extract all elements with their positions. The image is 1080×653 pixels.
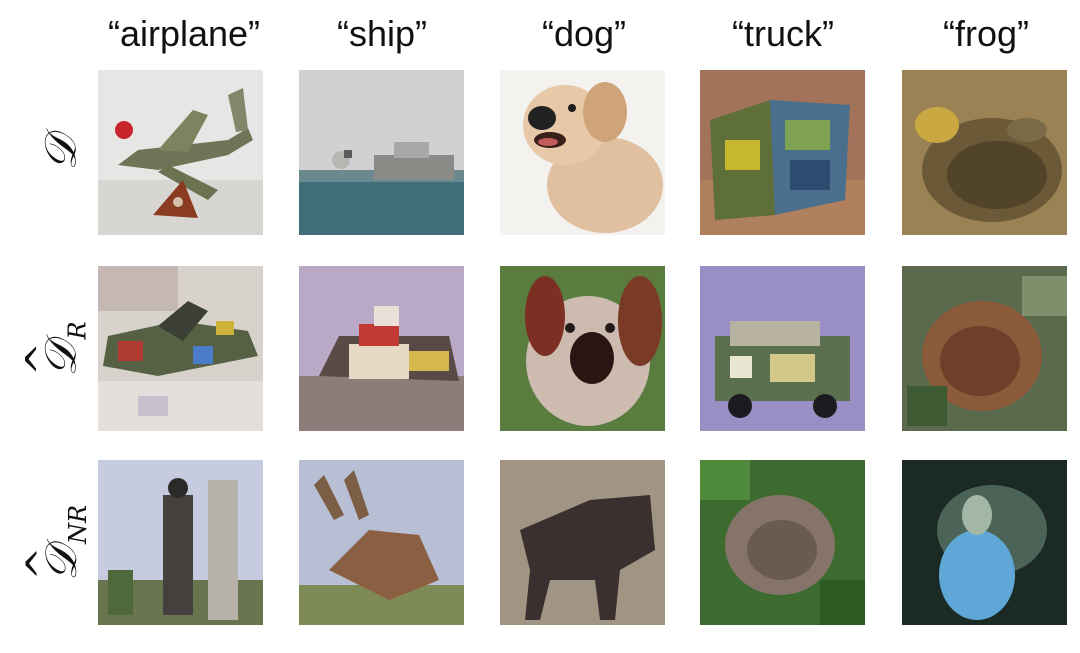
row-subscript-r: R (63, 320, 92, 339)
row-symbol-d: 𝒟 (36, 134, 87, 171)
image-truck-original (700, 70, 865, 235)
image-truck-non-robust (700, 460, 865, 625)
image-airplane-original (98, 70, 263, 235)
column-header-frog: “frog” (942, 13, 1029, 54)
image-dog-robust (500, 266, 665, 431)
image-frog-original (902, 70, 1067, 235)
row-subscript-nr: NR (63, 504, 92, 544)
hat-accent: ^ (18, 341, 65, 376)
row-label-original: 𝒟 (22, 70, 102, 235)
image-ship-original (299, 70, 464, 235)
image-frog-robust (902, 266, 1067, 431)
image-dog-non-robust (500, 460, 665, 625)
image-dog-original (500, 70, 665, 235)
hat-accent: ^ (18, 546, 65, 580)
column-header-dog: “dog” (541, 13, 627, 54)
image-ship-non-robust (299, 460, 464, 625)
column-header-ship: “ship” (336, 13, 428, 54)
image-ship-robust (299, 266, 464, 431)
column-header-truck: “truck” (732, 13, 834, 54)
image-airplane-robust (98, 266, 263, 431)
column-header-airplane: “airplane” (107, 13, 261, 54)
image-frog-non-robust (902, 460, 1067, 625)
image-truck-robust (700, 266, 865, 431)
image-airplane-non-robust (98, 460, 263, 625)
